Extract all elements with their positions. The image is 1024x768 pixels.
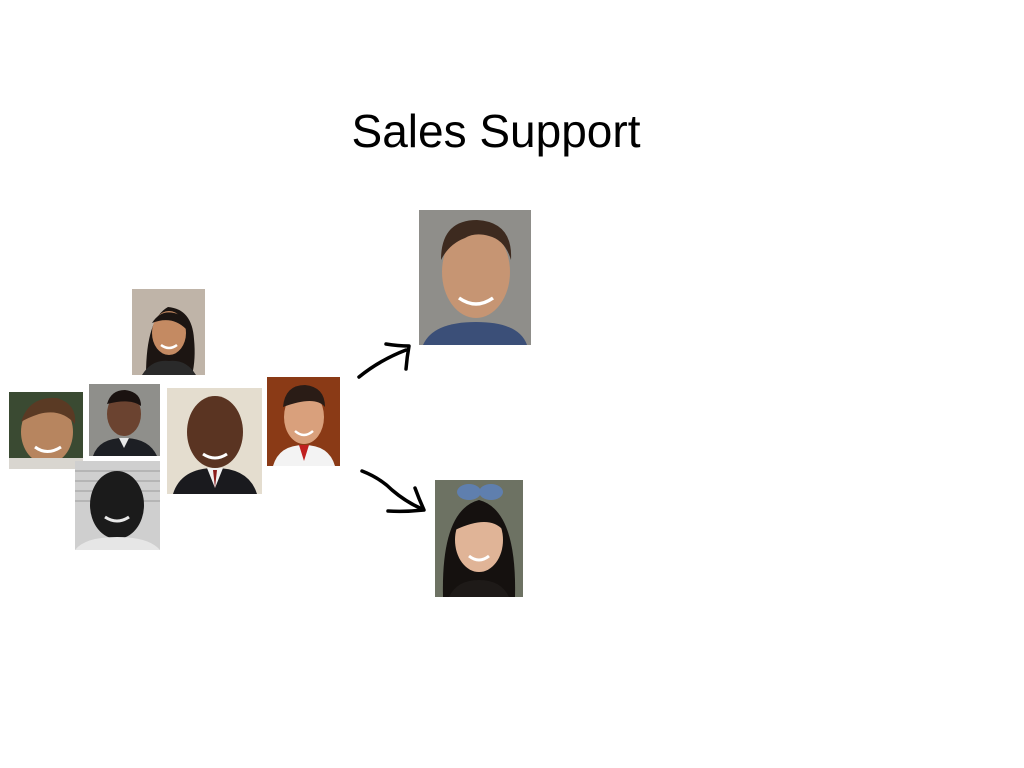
sales-support-photo: [419, 210, 531, 345]
team-member-photo: [132, 289, 205, 375]
team-member-photo: [167, 388, 262, 494]
team-member-photo: [75, 461, 160, 550]
team-member-photo: [89, 384, 160, 456]
team-member-photo: [267, 377, 340, 466]
sales-support-photo: [435, 480, 523, 597]
slide-title: Sales Support: [351, 105, 641, 157]
team-member-photo: [9, 392, 83, 469]
